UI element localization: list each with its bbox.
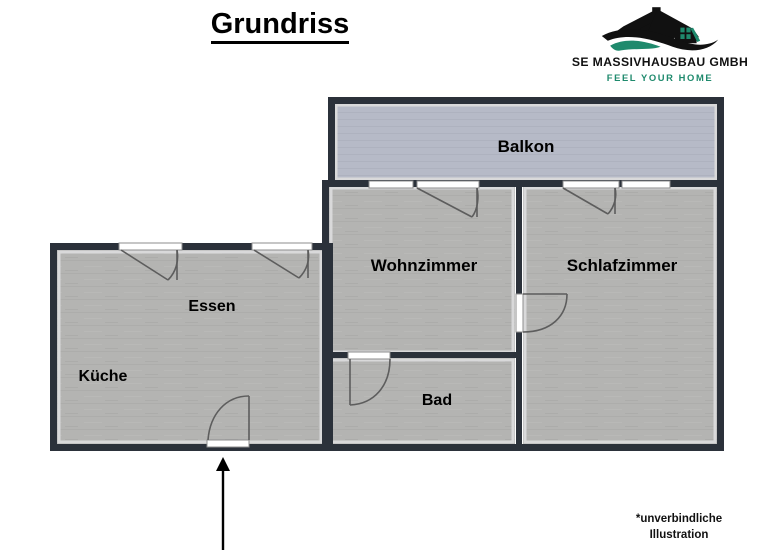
room-floor-kueche-essen (57, 250, 323, 444)
disclaimer-line-1: *unverbindliche (635, 512, 723, 525)
opening-schlafzimmer-balcony-right (621, 180, 671, 189)
door-swing-wohnzimmer-balcony (416, 187, 479, 218)
room-floors (57, 104, 717, 444)
door-swing-schlafzimmer-balcony (562, 187, 617, 215)
opening-essen-window-left (118, 242, 183, 251)
room-floor-bad (329, 358, 515, 444)
opening-wohnzimmer-balcony-right (416, 180, 480, 189)
room-label-wohnzimmer: Wohnzimmer (371, 256, 478, 275)
opening-wohnzimmer-balcony-left (368, 180, 414, 189)
opening-bad-door (347, 351, 391, 360)
opening-essen-window-right (251, 242, 313, 251)
entrance-arrow (216, 457, 230, 550)
opening-schlafzimmer-door (515, 293, 524, 333)
logo-company-name: SE MASSIVHAUSBAU GMBH (571, 55, 749, 69)
room-label-balkon: Balkon (498, 137, 555, 156)
illustration-disclaimer: *unverbindliche Illustration (604, 511, 754, 544)
room-floor-wohnzimmer (329, 186, 515, 354)
logo-tagline: FEEL YOUR HOME (606, 72, 714, 83)
page-title: Grundriss (0, 8, 560, 44)
house-roof-icon (601, 7, 719, 51)
page-title-text: Grundriss (210, 8, 350, 44)
room-label-bad: Bad (422, 392, 452, 409)
disclaimer-line-2: Illustration (649, 529, 709, 542)
door-swing-schlafzimmer (522, 293, 568, 333)
door-swing-entrance (207, 395, 250, 441)
door-swing-essen-right (253, 249, 310, 279)
room-floor-balkon (335, 104, 717, 180)
room-label-kueche: Küche (79, 368, 128, 385)
room-floor-schlafzimmer (523, 186, 717, 444)
door-swing-essen-left (120, 249, 179, 281)
room-label-essen: Essen (188, 298, 235, 315)
door-swings (120, 187, 617, 441)
room-labels: Balkon Wohnzimmer Schlafzimmer Essen Küc… (79, 137, 678, 409)
company-logo: SE MASSIVHAUSBAU GMBH FEEL YOUR HOME (562, 6, 758, 83)
door-swing-bad (349, 358, 391, 406)
opening-schlafzimmer-balcony-left (562, 180, 620, 189)
room-label-schlafzimmer: Schlafzimmer (567, 256, 678, 275)
openings (118, 180, 671, 448)
opening-entrance-door (206, 439, 250, 448)
